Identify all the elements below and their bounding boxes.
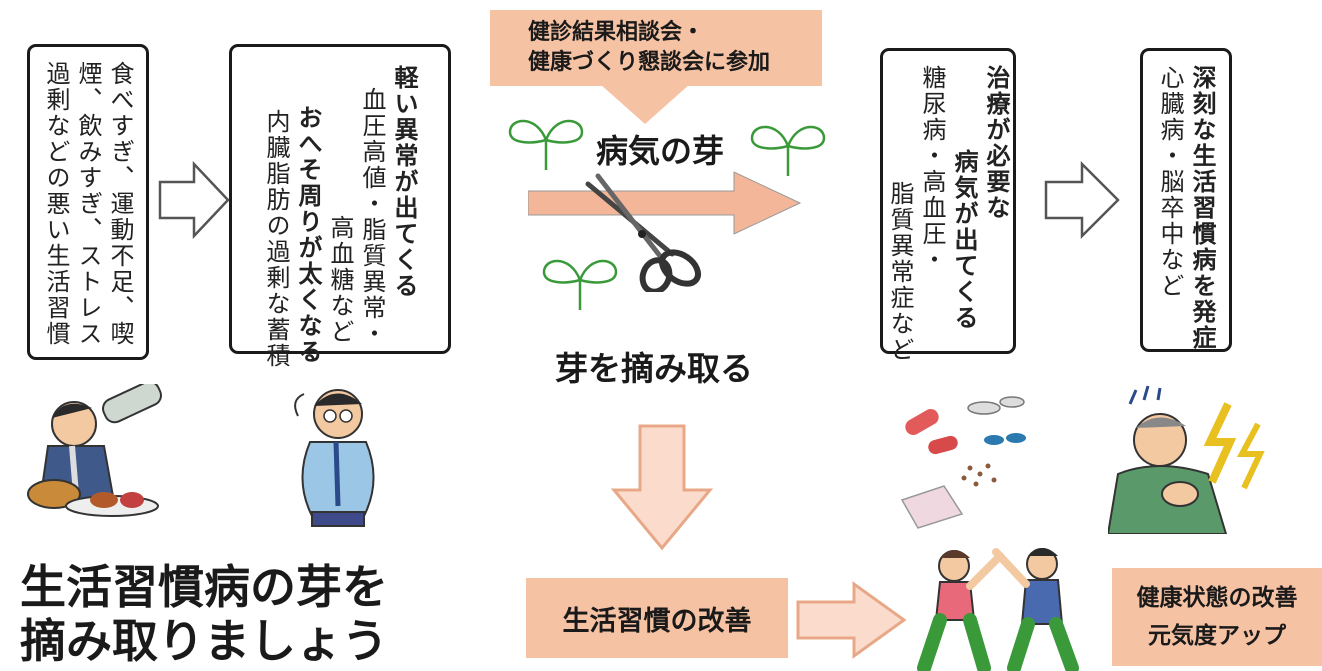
step-needs-treatment-box: 治療が必要な 病気が出てくる 糖尿病・高血圧・ 脂質異常症など (880, 48, 1016, 363)
chest-pain-man-illustration (1108, 385, 1265, 534)
step-needs-treatment-title2: 病気が出てくる (950, 149, 978, 331)
hollow-arrow-2 (1044, 160, 1120, 240)
step-serious-disease-box: 深刻な生活習慣病を発症 心臓病・脳卒中など (1140, 48, 1232, 352)
step-bad-habits-line3: 過剰などの悪い生活習慣 (42, 61, 70, 347)
step-mild-abnormal-title: 軽い異常が出てくる (390, 65, 418, 299)
overeating-man-illustration (27, 384, 162, 517)
step-needs-treatment-line4: 脂質異常症など (886, 181, 914, 363)
sprout-label: 病気の芽 (596, 132, 725, 170)
sprout-icon-bottom (542, 259, 618, 310)
step-mild-abnormal-line2: 血圧高値・脂質異常・ (358, 87, 386, 347)
consultation-banner: 健診結果相談会・ 健康づくり懇談会に参加 (490, 10, 822, 86)
exercising-people-illustration (917, 548, 1079, 671)
step-serious-disease-line2: 心臓病・脳卒中など (1156, 65, 1184, 299)
health-improvement-box: 健康状態の改善 元気度アップ (1112, 568, 1322, 666)
lifestyle-improvement-label: 生活習慣の改善 (562, 605, 752, 637)
sprout-icon-right (750, 125, 826, 176)
right-arrow-pink (796, 581, 907, 659)
step-mild-abnormal-title2: おへそ周りが太くなる (294, 105, 322, 365)
hollow-arrow-1 (158, 160, 230, 240)
step-serious-disease-title: 深刻な生活習慣病を発症 (1188, 65, 1216, 351)
slogan-line1: 生活習慣病の芽を (20, 560, 388, 614)
slogan: 生活習慣病の芽を 摘み取りましょう (20, 560, 388, 668)
pluck-label: 芽を摘み取る (555, 349, 753, 388)
slogan-line2: 摘み取りましょう (20, 614, 388, 668)
step-mild-abnormal-line3: 高血糖など (326, 215, 354, 345)
consultation-line1: 健診結果相談会・ (528, 20, 705, 45)
step-mild-abnormal-line5: 内臓脂肪の過剰な蓄積 (262, 109, 290, 369)
health-improvement-line2: 元気度アップ (1148, 623, 1286, 649)
step-bad-habits-line1: 食べすぎ、運動不足、喫 (106, 61, 134, 347)
worried-man-illustration (294, 389, 375, 527)
health-improvement-line1: 健康状態の改善 (1136, 585, 1298, 611)
down-arrow-pink (610, 424, 714, 551)
step-bad-habits-line2: 煙、飲みすぎ、ストレス (74, 61, 102, 347)
consultation-line2: 健康づくり懇談会に参加 (528, 50, 771, 75)
sprout-icon-left (508, 119, 584, 170)
lifestyle-improvement-box: 生活習慣の改善 (526, 578, 788, 658)
step-needs-treatment-title: 治療が必要な (982, 65, 1010, 221)
scissors-icon (585, 173, 702, 292)
step-needs-treatment-line3: 糖尿病・高血圧・ (918, 65, 946, 273)
step-mild-abnormal-box: 軽い異常が出てくる 血圧高値・脂質異常・ 高血糖など おへそ周りが太くなる 内臓… (229, 44, 451, 369)
down-arrow-from-banner (600, 84, 690, 124)
main-progress-arrow (528, 171, 802, 235)
medicine-pills-illustration (900, 396, 1026, 529)
step-bad-habits-box: 食べすぎ、運動不足、喫 煙、飲みすぎ、ストレス 過剰などの悪い生活習慣 (27, 44, 149, 360)
